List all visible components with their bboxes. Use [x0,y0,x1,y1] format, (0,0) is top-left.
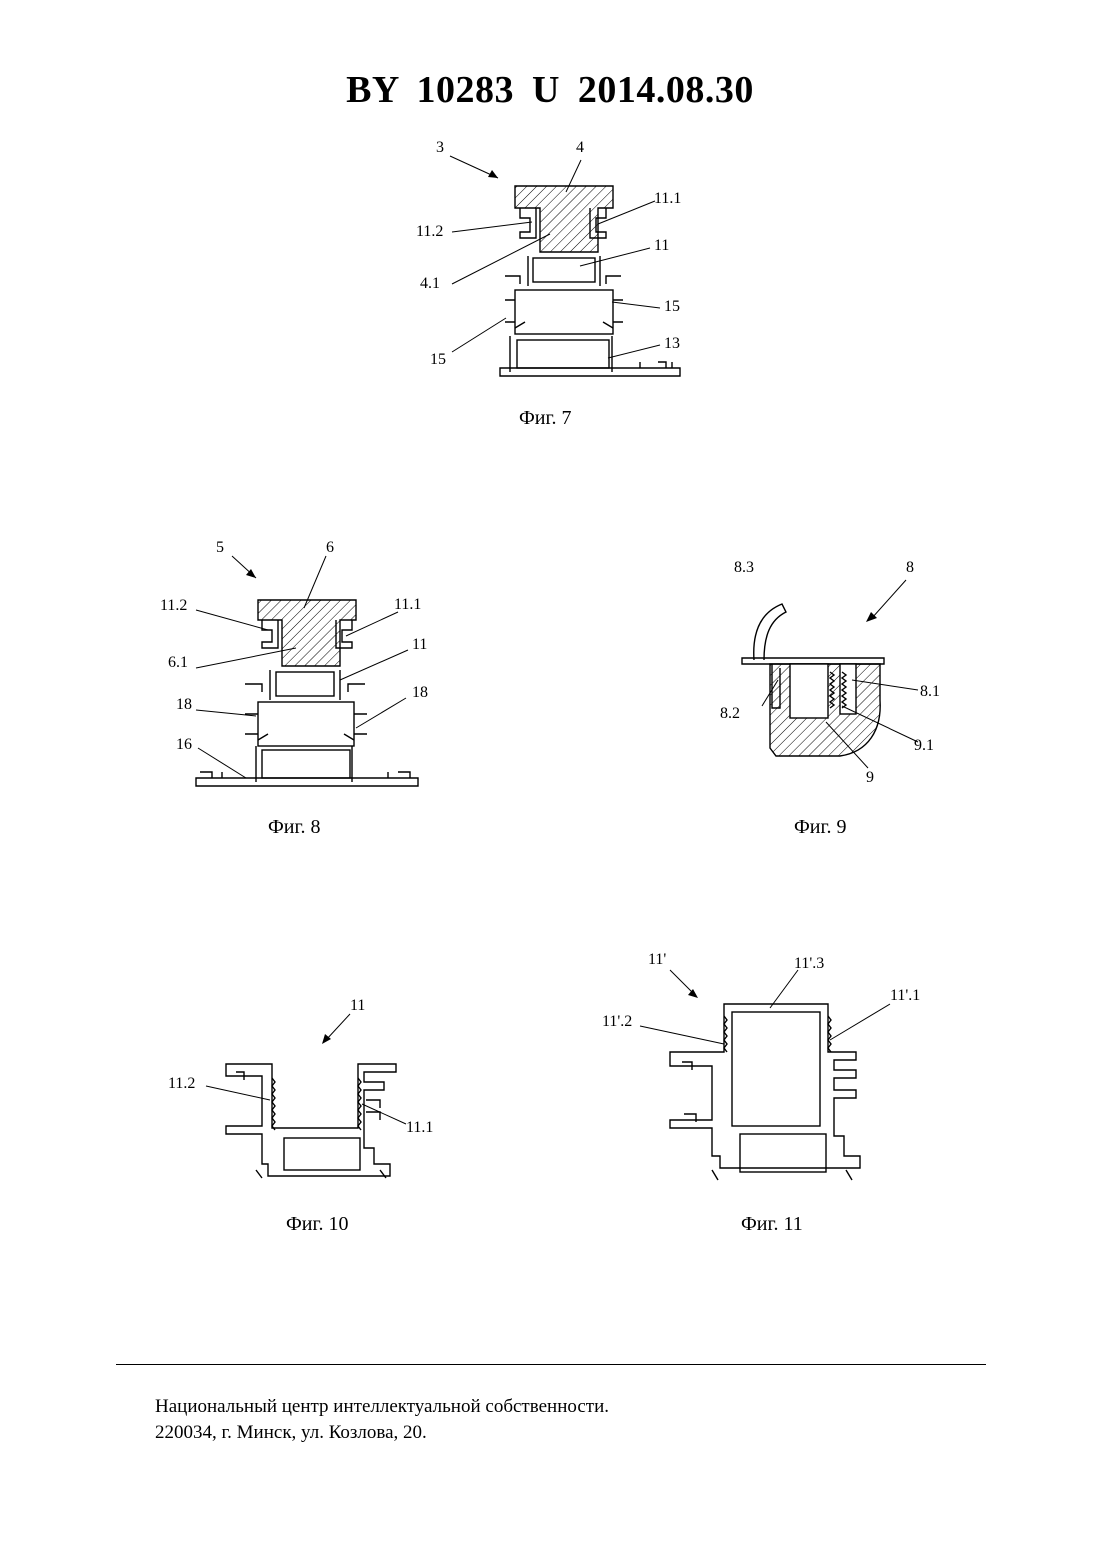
label-18-left: 18 [176,696,192,713]
label-11-1: 11.1 [394,596,421,613]
label-9: 9 [866,769,874,786]
label-6: 6 [326,539,334,556]
label-11p: 11' [648,951,666,968]
figure-11-arrow-11p [688,989,698,998]
label-5: 5 [216,539,224,556]
footer-divider [116,1364,986,1365]
caption-fig-7: Фиг. 7 [519,407,571,430]
label-6-1: 6.1 [168,654,188,671]
figure-11-leaders [640,970,890,1044]
figure-10-leaders [206,1014,406,1124]
label-11-1: 11.1 [654,190,681,207]
label-4-1: 4.1 [420,275,440,292]
footer-line-2: 220034, г. Минск, ул. Козлова, 20. [155,1420,609,1446]
figure-11-drawing [670,1004,860,1180]
label-8-2: 8.2 [720,705,740,722]
footer-line-1: Национальный центр интеллектуальной собс… [155,1394,609,1420]
label-11-2: 11.2 [168,1075,195,1092]
label-11p-2: 11'.2 [602,1013,632,1030]
figure-8-leaders [196,556,408,778]
label-4: 4 [576,139,584,156]
label-15-right: 15 [664,298,680,315]
caption-fig-8: Фиг. 8 [268,816,320,839]
label-11-2: 11.2 [160,597,187,614]
label-8-3: 8.3 [734,559,754,576]
label-8: 8 [906,559,914,576]
label-11: 11 [412,636,427,653]
label-3: 3 [436,139,444,156]
label-11-1: 11.1 [406,1119,433,1136]
label-16: 16 [176,736,192,753]
label-8-1: 8.1 [920,683,940,700]
label-11: 11 [350,997,365,1014]
label-11p-3: 11'.3 [794,955,824,972]
label-11: 11 [654,237,669,254]
figure-8-drawing [196,600,418,786]
label-11-2: 11.2 [416,223,443,240]
figure-7-drawing [500,186,680,376]
label-15-left: 15 [430,351,446,368]
label-11p-1: 11'.1 [890,987,920,1004]
caption-fig-10: Фиг. 10 [286,1213,348,1236]
caption-fig-11: Фиг. 11 [741,1213,803,1236]
figure-9-drawing [742,604,884,756]
label-18-right: 18 [412,684,428,701]
footer: Национальный центр интеллектуальной собс… [155,1394,609,1446]
label-9-1: 9.1 [914,737,934,754]
figure-9-arrow-8 [866,612,877,622]
caption-fig-9: Фиг. 9 [794,816,846,839]
figure-10-drawing [226,1064,396,1178]
label-13: 13 [664,335,680,352]
